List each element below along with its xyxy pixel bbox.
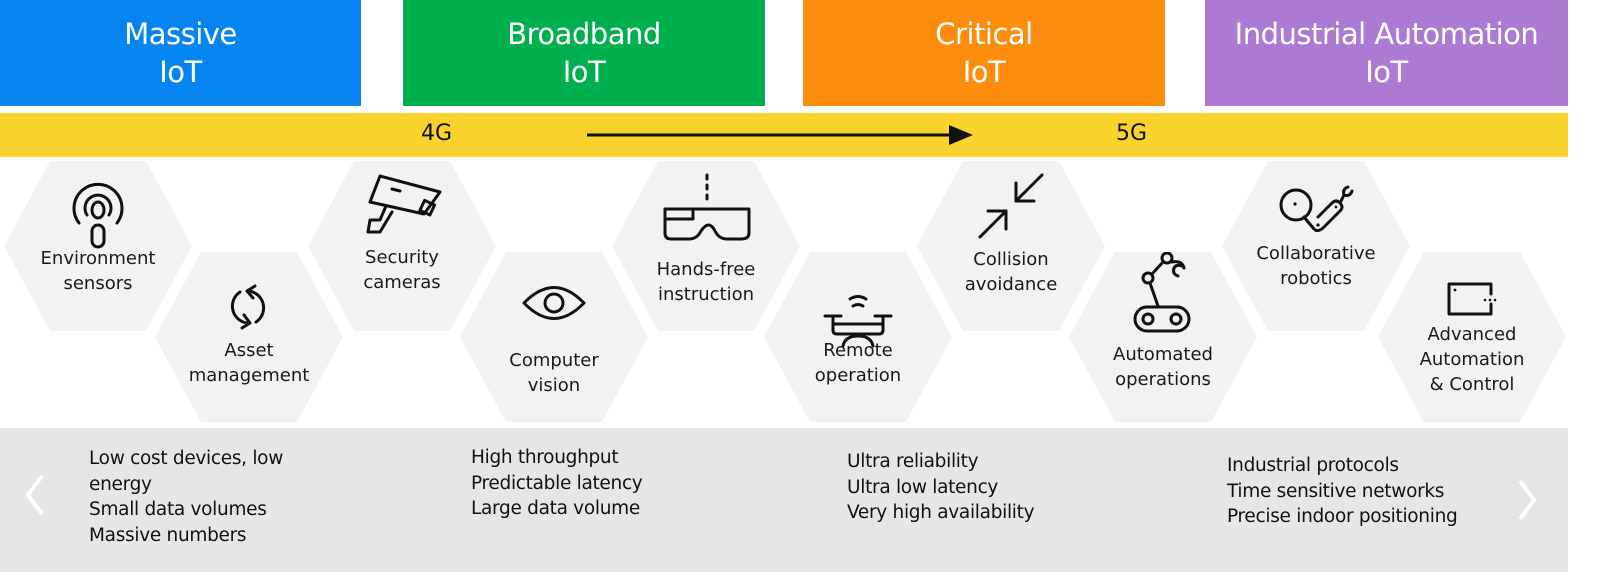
category-subtitle: IoT — [562, 55, 606, 89]
collaborative-robot-icon — [1278, 181, 1354, 243]
use-case-hexagon: Collision avoidance — [915, 161, 1107, 331]
features-panel — [0, 428, 1568, 572]
category-broadband-iot: Broadband IoT — [403, 0, 765, 106]
hexagon-shape — [1069, 252, 1257, 422]
use-case-hexagon: Environment sensors — [2, 161, 194, 331]
category-critical-iot: Critical IoT — [803, 0, 1165, 106]
use-case-label-line: management — [188, 365, 310, 386]
feature-item: Small data volumes — [89, 499, 267, 520]
feature-list-industrial: Industrial protocols Time sensitive netw… — [1227, 453, 1458, 530]
use-case-label-line: cameras — [363, 272, 441, 293]
hexagon-shape — [1222, 161, 1410, 331]
feature-item: Low cost devices, low — [89, 448, 284, 469]
use-case-hexagon: Collaborative robotics — [1220, 161, 1412, 331]
use-case-hexagon: Remote operation — [762, 252, 954, 422]
use-case-label: Remote operation — [762, 338, 954, 388]
hexagon-shape — [612, 161, 800, 331]
use-case-label-line: Asset — [224, 340, 274, 361]
prev-arrow-icon[interactable] — [20, 470, 50, 520]
hexagon-shape — [308, 161, 496, 331]
use-case-label-line: Automation — [1419, 349, 1525, 370]
use-case-label-line: Hands-free — [656, 259, 756, 280]
use-case-label: Environment sensors — [2, 246, 194, 296]
feature-item: High throughput — [471, 447, 619, 468]
use-case-label-line: instruction — [657, 284, 755, 305]
feature-item: energy — [89, 473, 152, 495]
use-case-label: Collaborative robotics — [1220, 241, 1412, 291]
drone-icon — [823, 292, 893, 352]
feature-item: Very high availability — [847, 502, 1035, 523]
feature-item: Massive numbers — [89, 524, 247, 546]
use-case-label-line: Environment — [40, 248, 156, 269]
use-case-label-line: avoidance — [964, 274, 1058, 295]
use-case-label: Collision avoidance — [915, 247, 1107, 297]
feature-item: Predictable latency — [471, 472, 643, 494]
feature-item: Precise indoor positioning — [1227, 506, 1458, 527]
use-case-label: Asset management — [153, 338, 345, 388]
use-case-label-line: Collaborative — [1256, 243, 1376, 264]
feature-list-broadband: High throughput Predictable latency Larg… — [471, 445, 643, 522]
category-title: Broadband — [507, 17, 661, 51]
category-massive-iot: Massive IoT — [0, 0, 361, 106]
feature-list-critical: Ultra reliability Ultra low latency Very… — [847, 449, 1035, 526]
collision-arrows-icon — [976, 171, 1046, 245]
feature-item: Ultra low latency — [847, 476, 999, 498]
use-case-label-line: Collision — [973, 249, 1049, 270]
use-case-label-line: operation — [814, 365, 902, 386]
eye-icon — [521, 282, 587, 328]
control-panel-icon — [1445, 280, 1499, 322]
use-case-label-line: Remote — [823, 340, 893, 361]
use-case-label-line: sensors — [63, 273, 133, 294]
use-case-label: Advanced Automation & Control — [1376, 322, 1568, 397]
category-title: Industrial Automation — [1234, 17, 1539, 51]
category-subtitle: IoT — [962, 55, 1006, 89]
timeline-4g-label: 4G — [421, 121, 453, 146]
feature-item: Ultra reliability — [847, 451, 979, 472]
use-case-label-line: Automated — [1113, 344, 1213, 365]
smart-glasses-icon — [661, 173, 751, 249]
robot-arm-tracks-icon — [1132, 251, 1194, 340]
feature-item: Industrial protocols — [1227, 455, 1399, 476]
feature-item: Time sensitive networks — [1227, 480, 1445, 502]
use-case-label: Security cameras — [306, 245, 498, 295]
use-case-hexagon: Security cameras — [306, 161, 498, 331]
use-case-label-line: operations — [1115, 369, 1211, 390]
category-title: Massive — [124, 17, 237, 51]
next-arrow-icon[interactable] — [1512, 475, 1542, 525]
use-case-label: Hands-free instruction — [610, 257, 802, 307]
category-subtitle: IoT — [159, 55, 202, 89]
category-subtitle: IoT — [1365, 55, 1408, 89]
use-case-hexagon: Advanced Automation & Control — [1376, 252, 1568, 422]
hexagon-shape — [1378, 252, 1566, 422]
sync-arrows-icon — [226, 282, 272, 336]
feature-item: Large data volume — [471, 498, 640, 519]
use-case-label: Automated operations — [1067, 342, 1259, 392]
feature-list-massive: Low cost devices, low energy Small data … — [89, 446, 283, 548]
use-case-label-line: & Control — [1429, 374, 1515, 395]
use-case-hexagon: Asset management — [153, 252, 345, 422]
hexagon-shape — [460, 252, 648, 422]
use-case-hexagon: Automated operations — [1067, 251, 1259, 422]
use-case-label: Computer vision — [458, 348, 650, 398]
use-case-hexagon: Hands-free instruction — [610, 161, 802, 331]
hexagon-shape — [917, 161, 1105, 331]
use-case-label-line: Computer — [509, 350, 599, 371]
use-case-hexagon: Computer vision — [458, 252, 650, 422]
use-case-label-line: robotics — [1280, 268, 1352, 289]
category-title: Critical — [935, 17, 1033, 51]
use-case-label-line: Advanced — [1427, 324, 1517, 345]
antenna-sensor-icon — [66, 175, 130, 259]
timeline-arrow-icon — [587, 125, 973, 145]
category-industrial-automation-iot: Industrial Automation IoT — [1205, 0, 1568, 106]
use-case-label-line: Security — [365, 247, 439, 268]
use-case-label-line: vision — [527, 375, 581, 396]
timeline-5g-label: 5G — [1116, 121, 1148, 146]
security-camera-icon — [362, 172, 442, 242]
hexagon-shape — [155, 252, 343, 422]
